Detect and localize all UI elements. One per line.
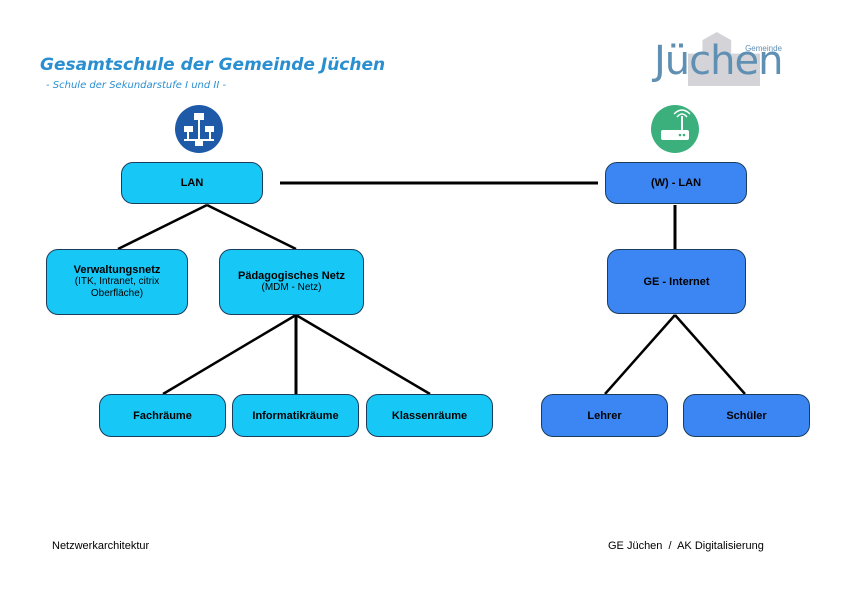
node-ge-internet-label: GE - Internet (643, 275, 710, 288)
logo-text: Jüchen (654, 38, 783, 84)
logo-small-text: Gemeinde (745, 44, 782, 53)
footer-right: GE Jüchen / AK Digitalisierung (608, 540, 764, 552)
network-icon (174, 104, 224, 154)
node-fachraeume: Fachräume (99, 394, 226, 437)
connector-paed-fach (162, 313, 297, 396)
node-informatikraeume-label: Informatikräume (252, 409, 339, 422)
juechen-logo: Gemeinde Jüchen (648, 28, 788, 90)
node-schueler: Schüler (683, 394, 810, 437)
page-subtitle: - Schule der Sekundarstufe I und II - (46, 80, 227, 91)
connector-lan-paedagogisch (206, 203, 297, 251)
connector-internet-schueler (674, 314, 746, 395)
node-klassenraeume: Klassenräume (366, 394, 493, 437)
node-informatikraeume: Informatikräume (232, 394, 359, 437)
connector-paed-klassen (295, 313, 431, 396)
node-wlan: (W) - LAN (605, 162, 747, 204)
node-fachraeume-label: Fachräume (133, 409, 192, 422)
node-verwaltungsnetz: Verwaltungsnetz (ITK, Intranet, citrix O… (46, 249, 188, 315)
node-paedagogisches-netz-label: Pädagogisches Netz (238, 270, 345, 282)
node-lan-label: LAN (180, 177, 204, 189)
node-verwaltungsnetz-label: Verwaltungsnetz (73, 264, 161, 276)
wifi-router-icon (650, 104, 700, 154)
footer-left: Netzwerkarchitektur (52, 540, 150, 552)
node-paedagogisches-netz: Pädagogisches Netz (MDM - Netz) (219, 249, 364, 315)
node-ge-internet: GE - Internet (607, 249, 746, 314)
page-title: Gesamtschule der Gemeinde Jüchen (40, 55, 386, 75)
node-verwaltungsnetz-sub: (ITK, Intranet, citrix Oberfläche) (74, 276, 160, 299)
node-klassenraeume-label: Klassenräume (391, 409, 468, 422)
node-lehrer-label: Lehrer (587, 409, 622, 422)
node-schueler-label: Schüler (726, 409, 767, 422)
node-lehrer: Lehrer (541, 394, 668, 437)
connector-lan-verwaltung (117, 203, 208, 251)
node-lan: LAN (121, 162, 263, 204)
node-wlan-label: (W) - LAN (650, 177, 702, 189)
connector-internet-lehrer (604, 314, 676, 395)
node-paedagogisches-netz-sub: (MDM - Netz) (261, 282, 322, 293)
